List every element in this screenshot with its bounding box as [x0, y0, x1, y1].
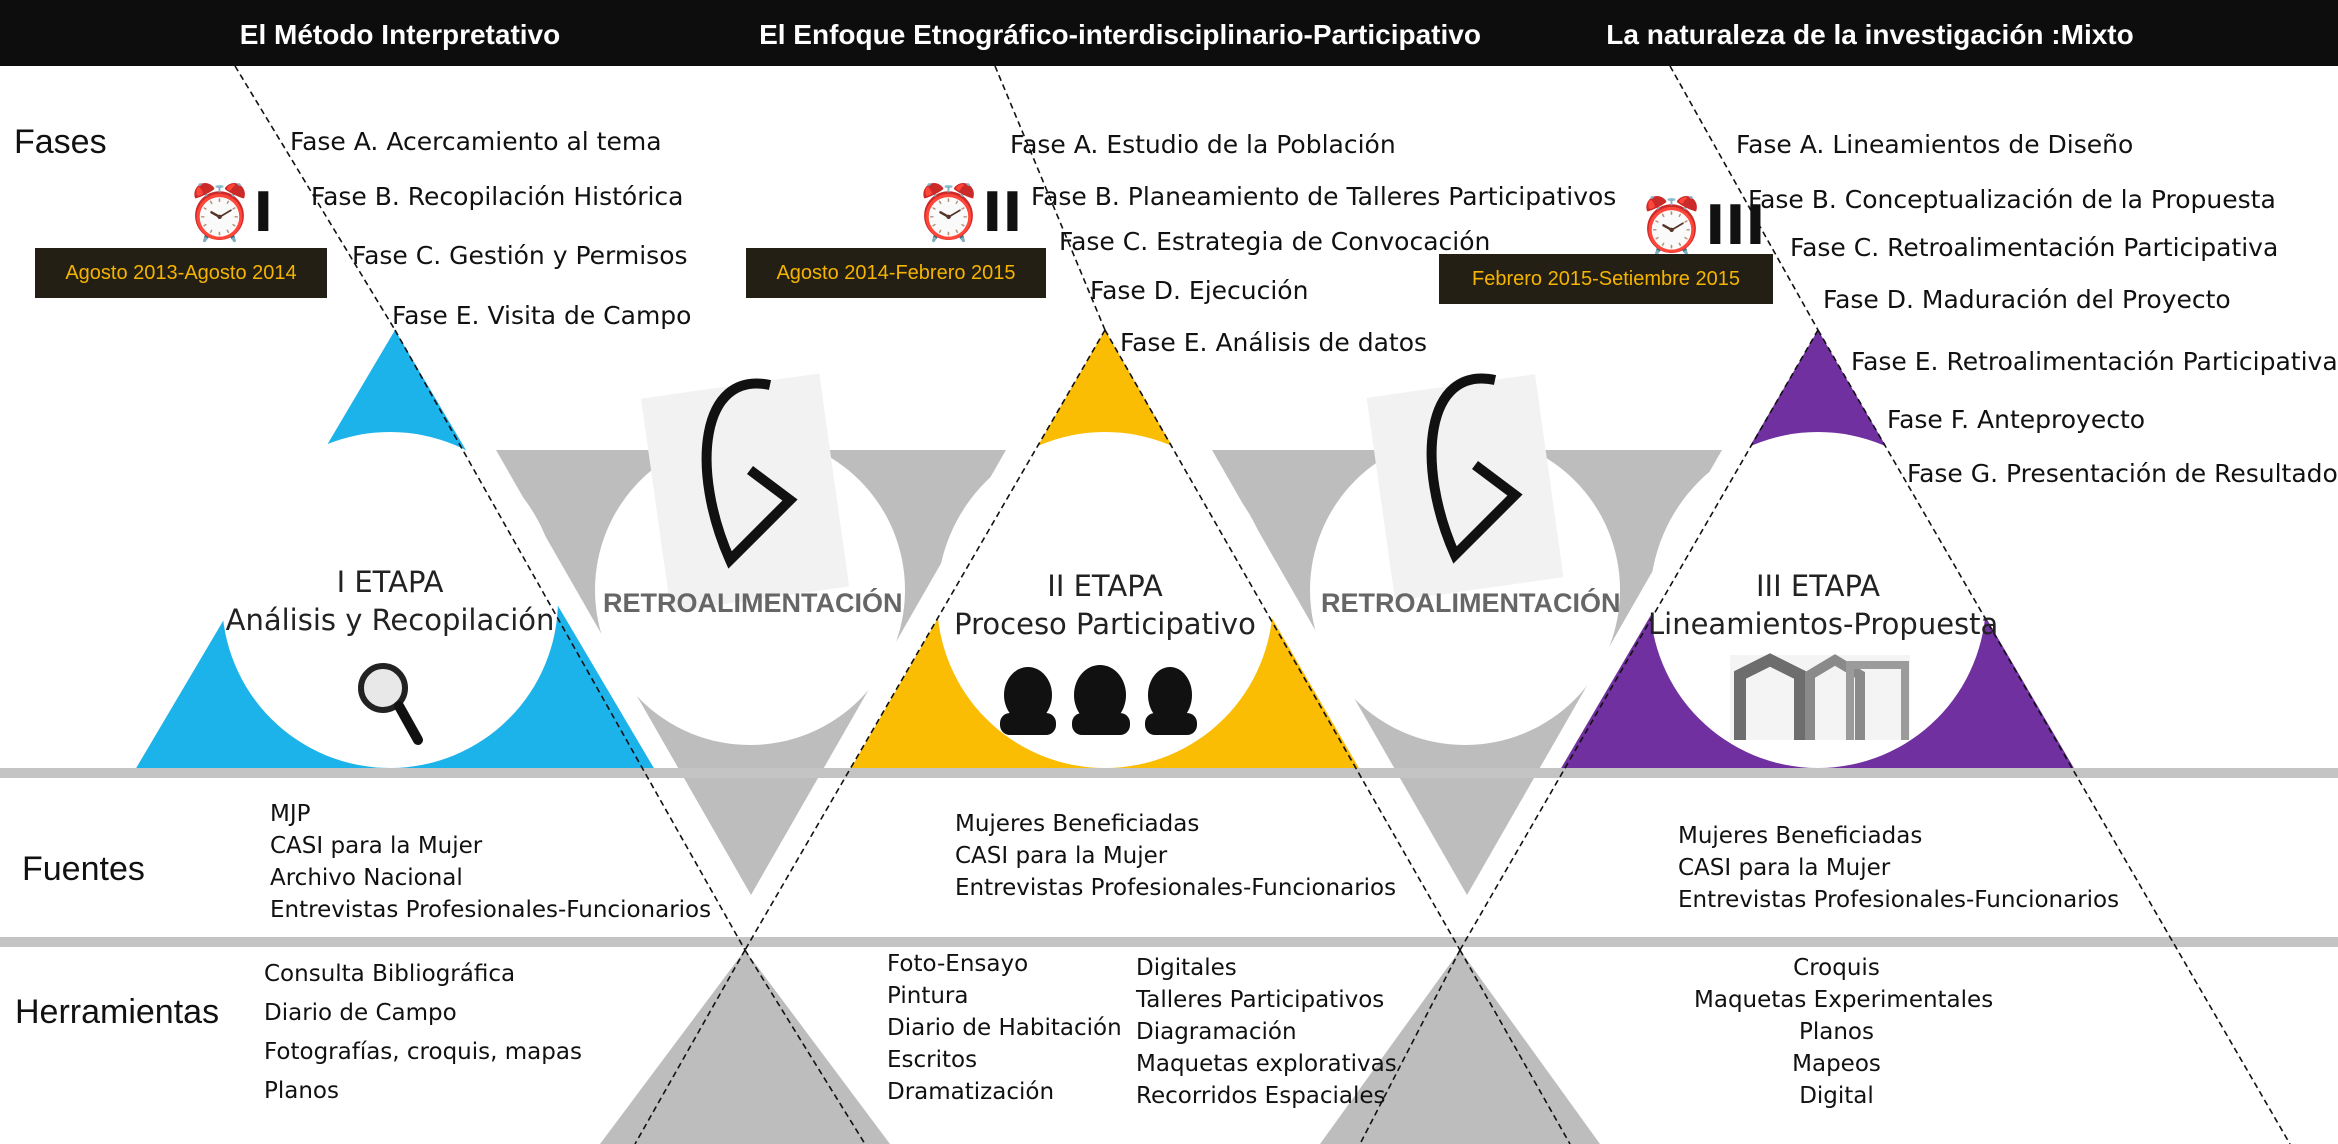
date-stage-2: Agosto 2014-Febrero 2015 — [746, 248, 1046, 298]
list-item: Digitales — [1136, 955, 1237, 981]
fase-item: Fase E. Retroalimentación Participativa — [1851, 347, 2338, 376]
fuentes-list-1: MJP CASI para la Mujer Archivo Nacional … — [270, 798, 711, 926]
retro-logo-2 — [1366, 373, 1564, 601]
list-item: Entrevistas Profesionales-Funcionarios — [1678, 887, 2120, 913]
fase-item: Fase A. Lineamientos de Diseño — [1736, 130, 2134, 159]
list-item: Croquis — [1793, 955, 1880, 981]
fase-item: Fase A. Estudio de la Población — [1010, 130, 1396, 159]
header-nature: La naturaleza de la investigación :Mixto — [1606, 19, 2134, 50]
model-houses-icon — [1730, 653, 1910, 740]
list-item: Dramatización — [887, 1079, 1055, 1105]
list-item: Maquetas explorativas — [1136, 1051, 1397, 1077]
clock-icon: ⏰ — [186, 181, 254, 244]
list-item: Foto-Ensayo — [887, 951, 1029, 977]
feedback-label-1: RETROALIMENTACIÓN — [603, 588, 903, 618]
fase-item: Fase E. Visita de Campo — [392, 301, 692, 330]
herramientas-list-2b: Digitales Talleres Participativos Diagra… — [1136, 952, 1397, 1112]
feedback-label-2: RETROALIMENTACIÓN — [1321, 588, 1621, 618]
fase-item: Fase B. Planeamiento de Talleres Partici… — [1031, 182, 1617, 211]
magnifier-icon — [358, 663, 423, 745]
list-item: Entrevistas Profesionales-Funcionarios — [270, 897, 712, 923]
fuentes-list-2: Mujeres Beneficiadas CASI para la Mujer … — [955, 808, 1396, 904]
band-herramientas — [0, 937, 2338, 947]
list-item: Mapeos — [1792, 1051, 1881, 1077]
list-item: Recorridos Espaciales — [1136, 1083, 1386, 1109]
list-item: Maquetas Experimentales — [1694, 987, 1994, 1013]
list-item: MJP — [270, 801, 311, 827]
fase-item: Fase G. Presentación de Resultados — [1907, 459, 2338, 488]
header-bar — [0, 0, 2338, 66]
fase-item: Fase D. Maduración del Proyecto — [1823, 285, 2231, 314]
fuentes-list-3: Mujeres Beneficiadas CASI para la Mujer … — [1678, 820, 2119, 916]
tool-triangle-1 — [600, 950, 890, 1144]
date-stage-1: Agosto 2013-Agosto 2014 — [35, 248, 327, 298]
list-item: Talleres Participativos — [1136, 987, 1385, 1013]
row-label-fuentes: Fuentes — [22, 850, 145, 888]
list-item: Mujeres Beneficiadas — [955, 811, 1200, 837]
list-item: Planos — [1799, 1019, 1874, 1045]
fase-item: Fase B. Conceptualización de la Propuest… — [1748, 185, 2276, 214]
women-icon — [1000, 665, 1197, 735]
clock-stage-3: ⏰III — [1638, 194, 1766, 257]
clock-icon: ⏰ — [1638, 194, 1706, 257]
list-item: Archivo Nacional — [270, 865, 463, 891]
herramientas-list-3: Croquis Maquetas Experimentales Planos M… — [1694, 952, 1994, 1112]
list-item: Diagramación — [1136, 1019, 1297, 1045]
fase-item: Fase E. Análisis de datos — [1120, 328, 1428, 357]
row-label-herramientas: Herramientas — [15, 993, 220, 1031]
fase-item: Fase C. Estrategia de Convocación — [1059, 227, 1491, 256]
clock-stage-1: ⏰I — [186, 181, 274, 244]
clock-stage-2: ⏰II — [915, 181, 1023, 244]
list-item: CASI para la Mujer — [270, 833, 483, 859]
list-item: Consulta Bibliográfica — [264, 961, 516, 987]
herramientas-list-1: Consulta Bibliográfica Diario de Campo F… — [264, 955, 582, 1104]
date-stage-3: Febrero 2015-Setiembre 2015 — [1439, 254, 1773, 304]
retro-logo-1 — [640, 373, 850, 612]
list-item: Diario de Habitación — [887, 1015, 1122, 1041]
list-item: Escritos — [887, 1047, 978, 1073]
header-method: El Método Interpretativo — [239, 19, 561, 50]
fase-item: Fase F. Anteproyecto — [1887, 405, 2146, 434]
list-item: Digital — [1799, 1083, 1874, 1109]
stage-circle-1 — [222, 432, 558, 768]
fase-item: Fase D. Ejecución — [1090, 276, 1309, 305]
list-item: Diario de Campo — [264, 1000, 457, 1026]
row-label-fases: Fases — [14, 123, 107, 161]
clock-icon: ⏰ — [915, 181, 983, 244]
list-item: Pintura — [887, 983, 969, 1009]
herramientas-list-2a: Foto-Ensayo Pintura Diario de Habitación… — [887, 948, 1122, 1108]
fase-item: Fase C. Gestión y Permisos — [352, 241, 688, 270]
fase-item: Fase A. Acercamiento al tema — [290, 127, 662, 156]
list-item: Entrevistas Profesionales-Funcionarios — [955, 875, 1397, 901]
list-item: Mujeres Beneficiadas — [1678, 823, 1923, 849]
list-item: CASI para la Mujer — [955, 843, 1168, 869]
list-item: Fotografías, croquis, mapas — [264, 1039, 582, 1065]
list-item: Planos — [264, 1078, 339, 1104]
fase-item: Fase B. Recopilación Histórica — [311, 182, 684, 211]
header-approach: El Enfoque Etnográfico-interdisciplinari… — [759, 19, 1481, 50]
tool-triangle-2 — [1320, 950, 1600, 1144]
list-item: CASI para la Mujer — [1678, 855, 1891, 881]
fase-item: Fase C. Retroalimentación Participativa — [1790, 233, 2279, 262]
band-fuentes — [0, 768, 2338, 778]
